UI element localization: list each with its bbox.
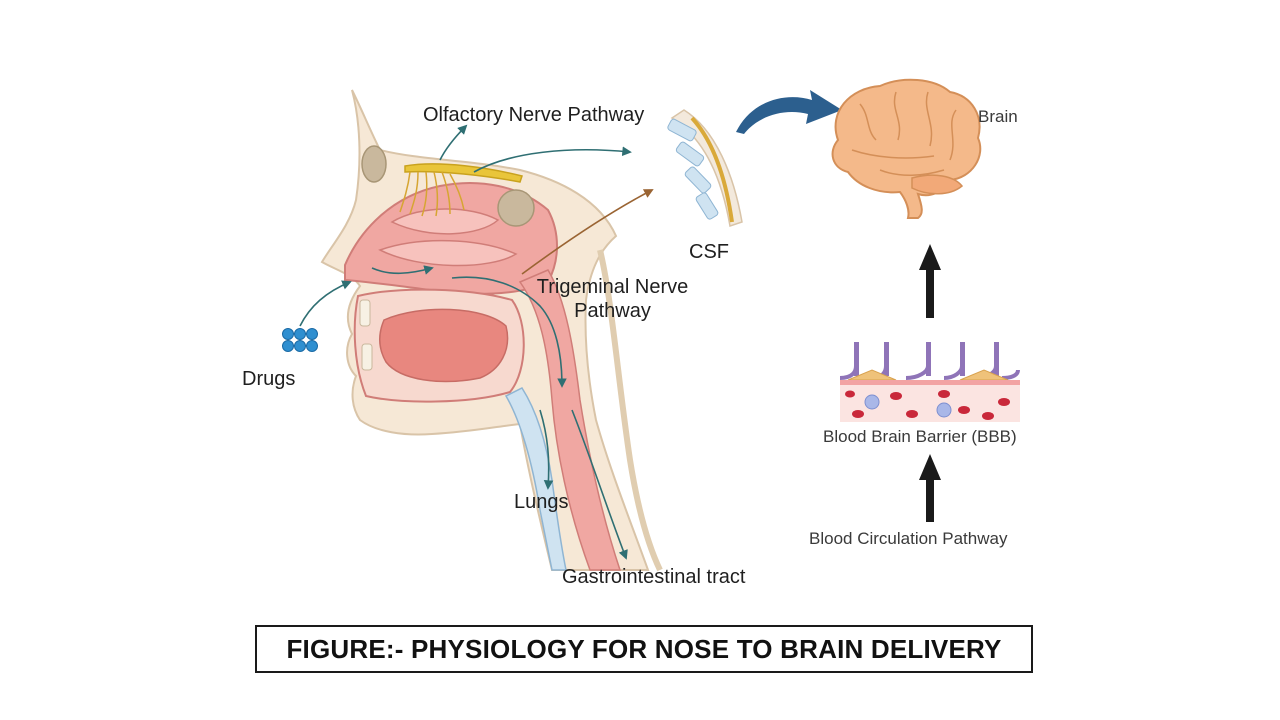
lungs-label: Lungs <box>514 491 569 513</box>
tongue <box>379 308 509 383</box>
csf-to-brain-arrow <box>736 90 842 134</box>
drug-particle <box>306 340 318 352</box>
olfactory-to-csf-arrow <box>473 146 632 173</box>
olfactory-fibers <box>399 171 465 217</box>
blood-brain-barrier-label: Blood Brain Barrier (BBB) <box>823 427 1017 446</box>
bbb-illustration <box>839 342 1020 422</box>
pathway-arrows <box>299 124 632 560</box>
csf-label: CSF <box>689 241 729 263</box>
trigeminal-label-line1: Trigeminal Nerve <box>536 276 689 298</box>
blood-circulation-pathway-label: Blood Circulation Pathway <box>809 529 1008 548</box>
trigeminal-label-line2: Pathway <box>574 300 651 322</box>
upper-teeth <box>359 299 371 327</box>
lower-teeth <box>361 343 373 371</box>
olfactory-nerve-pathway-label: Olfactory Nerve Pathway <box>423 104 645 126</box>
trigeminal-arrow <box>521 189 654 275</box>
turbinate-middle <box>378 239 518 267</box>
drug-entry-arrow <box>299 280 352 327</box>
brain-label: Brain <box>978 107 1018 126</box>
spine-edge <box>597 249 663 572</box>
nasal-flow-arrow <box>371 265 434 275</box>
drug-particle <box>282 340 294 352</box>
frontal-sinus <box>361 145 387 183</box>
drugs-label: Drugs <box>242 368 296 390</box>
gastrointestinal-tract-label: Gastrointestinal tract <box>562 566 746 588</box>
to-lungs-arrow <box>539 409 554 490</box>
brain-illustration <box>831 78 982 219</box>
pharynx <box>518 269 622 571</box>
posterior-flow-arrow <box>451 276 567 388</box>
to-gi-arrow <box>571 409 628 560</box>
turbinate-upper <box>390 208 500 235</box>
trachea <box>504 387 567 571</box>
olfactory-up-arrow <box>439 124 468 161</box>
trigeminal-nerve-pathway-label: Trigeminal Nerve Pathway <box>525 275 700 323</box>
csf-spine <box>667 109 743 227</box>
drug-particle <box>282 328 294 340</box>
drug-particle <box>294 328 306 340</box>
drug-particle <box>294 340 306 352</box>
bbb-to-brain-arrow <box>919 244 941 318</box>
olfactory-bulb <box>404 163 523 183</box>
head-section <box>320 89 663 572</box>
drug-particles <box>282 328 318 352</box>
figure-caption: FIGURE:- PHYSIOLOGY FOR NOSE TO BRAIN DE… <box>255 625 1033 673</box>
sphenoid-sinus <box>497 189 535 227</box>
circulation-to-bbb-arrow <box>919 454 941 522</box>
drug-particle <box>306 328 318 340</box>
